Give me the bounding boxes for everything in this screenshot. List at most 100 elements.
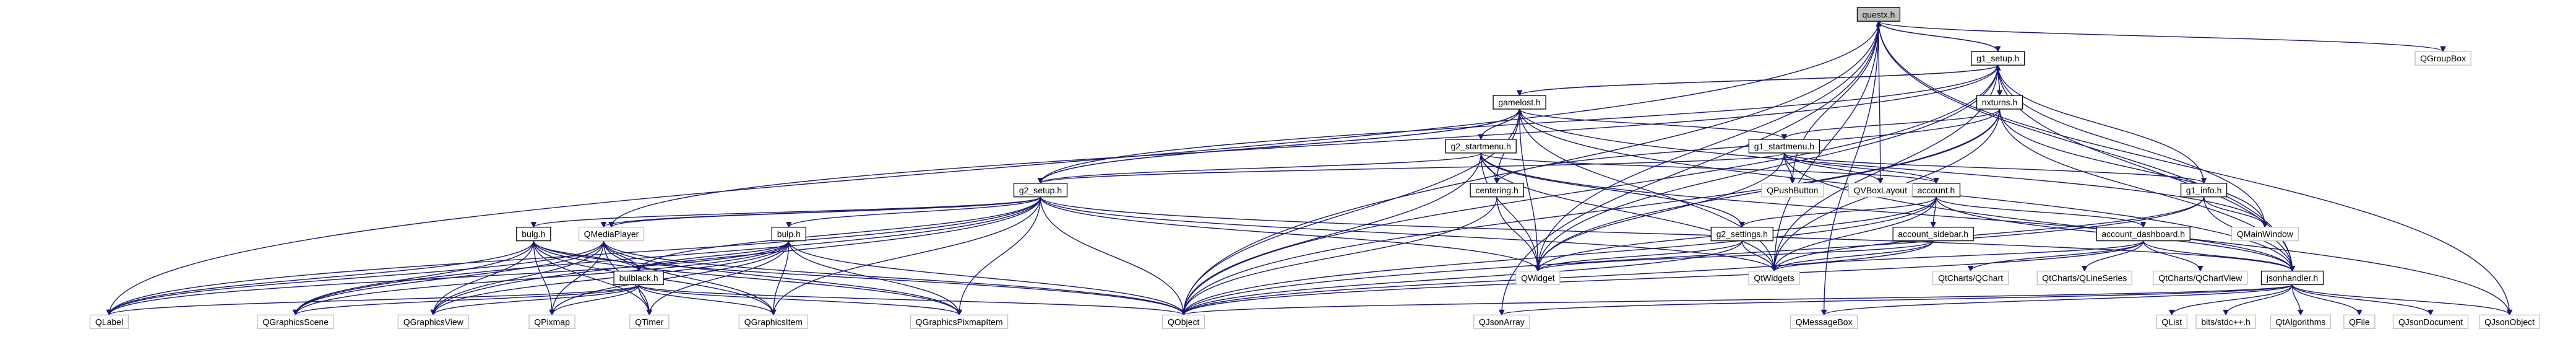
node-label: QtCharts/QChartView xyxy=(2158,273,2242,283)
edge-account-to-qobject xyxy=(1182,196,1937,315)
edge-questx-to-qpushbutton xyxy=(1792,21,1879,183)
edge-g2_setup-to-bulg xyxy=(533,196,1041,228)
node-label: QtWidgets xyxy=(1754,273,1794,283)
node-bulp[interactable]: bulp.h xyxy=(771,226,806,242)
edge-bulp-to-qlabel xyxy=(108,240,790,315)
arrowhead-qmediaplayer xyxy=(608,222,614,228)
edge-questx-to-qjsonobject xyxy=(1878,21,2510,315)
edge-g2_setup-to-qgraphicsitem xyxy=(773,196,1041,315)
edge-g1_info-to-g1_setup xyxy=(1997,65,2205,183)
node-account-dashboard[interactable]: account_dashboard.h xyxy=(2096,226,2190,242)
node-label: nxturns.h xyxy=(1982,97,2018,107)
arrowhead-bulg xyxy=(530,222,537,228)
edge-g2_settings-to-qwidget xyxy=(1537,240,1742,271)
edge-g2_startmenu-to-jsonhandler xyxy=(1480,152,2293,271)
node-qtcharts-qchartview: QtCharts/QChartView xyxy=(2153,270,2248,286)
arrowhead-qvboxlayout xyxy=(1877,178,1884,184)
node-label: g2_setup.h xyxy=(1019,185,1062,195)
node-label: QVBoxLayout xyxy=(1854,185,1907,195)
arrowhead-gamelost xyxy=(1516,108,1523,115)
edge-account_dashboard-to-jsonhandler xyxy=(2143,240,2293,271)
edge-g2_setup-to-gamelost xyxy=(1040,108,1520,183)
node-g1-startmenu[interactable]: g1_startmenu.h xyxy=(1748,139,1820,154)
edge-bulg-to-qlabel xyxy=(108,240,535,315)
edge-bulb-to-qpixmap xyxy=(551,240,605,315)
node-box xyxy=(2479,314,2540,330)
node-box xyxy=(2231,226,2299,242)
node-account[interactable]: account.h xyxy=(1911,183,1961,198)
node-label: g1_startmenu.h xyxy=(1754,141,1814,151)
node-g2-settings[interactable]: g2_settings.h xyxy=(1710,226,1773,242)
node-label: bulblack.h xyxy=(619,273,658,283)
node-qgraphicsview: QGraphicsView xyxy=(397,314,469,330)
node-box xyxy=(2343,314,2376,330)
edge-bulblack-to-qgraphicsitem xyxy=(638,284,774,315)
arrowhead-gamelost xyxy=(1516,90,1523,97)
edge-jsonhandler-to-qjsondocument xyxy=(2291,284,2431,315)
arrowhead-qlist xyxy=(2168,309,2175,316)
node-g2-startmenu[interactable]: g2_startmenu.h xyxy=(1445,139,1517,154)
node-questx[interactable]: questx.h xyxy=(1856,7,1901,22)
edge-jsonhandler-to-qobject xyxy=(1182,284,2293,316)
node-label: QJsonObject xyxy=(2484,317,2535,327)
edge-nxturns-to-g1_startmenu xyxy=(1783,108,2001,140)
node-qtcharts-qchart: QtCharts/QChart xyxy=(1932,270,2009,286)
node-nxturns[interactable]: nxturns.h xyxy=(1976,95,2023,110)
node-label: QList xyxy=(2161,317,2182,327)
arrowhead-qgraphicsitem xyxy=(770,309,777,316)
node-box xyxy=(528,314,575,330)
node-jsonhandler[interactable]: jsonhandler.h xyxy=(2260,270,2324,286)
node-label: QJsonDocument xyxy=(2398,317,2463,327)
edge-account_dashboard-to-qtwidgets xyxy=(1773,240,2144,272)
node-account-sidebar[interactable]: account_sidebar.h xyxy=(1892,226,1974,242)
node-bulg[interactable]: bulg.h xyxy=(516,226,551,242)
node-gamelost[interactable]: gamelost.h xyxy=(1493,95,1546,110)
edges-layer xyxy=(106,20,2513,316)
node-box xyxy=(1748,270,1800,286)
node-g2-setup[interactable]: g2_setup.h xyxy=(1013,183,1068,198)
edge-bulg-to-qgraphicsview xyxy=(433,240,535,315)
node-label: account.h xyxy=(1918,185,1955,195)
node-box xyxy=(397,314,469,330)
edge-g1_setup-to-qmediaplayer xyxy=(611,65,1999,227)
node-qfile: QFile xyxy=(2343,314,2376,330)
node-box xyxy=(1856,7,1901,22)
node-label: QMediaPlayer xyxy=(584,229,639,239)
node-box xyxy=(1470,183,1524,198)
edge-bulg-to-qgraphicspixmapitem xyxy=(533,240,960,315)
edge-questx-to-qlabel xyxy=(108,21,1879,315)
edge-g2_setup-to-qobject xyxy=(1040,196,1184,315)
edge-bulp-to-qtimer xyxy=(648,240,790,315)
edge-bulp-to-qpixmap xyxy=(551,240,790,315)
node-label: g1_info.h xyxy=(2186,185,2222,195)
node-bits-stdcpp: bits/stdc++.h xyxy=(2195,314,2256,330)
node-label: QPixmap xyxy=(534,317,570,327)
edge-g2_setup-to-qtwidgets xyxy=(1040,196,1775,271)
node-qgraphicspixmapitem: QGraphicsPixmapItem xyxy=(910,314,1009,330)
node-g1-setup[interactable]: g1_setup.h xyxy=(1971,51,2025,66)
node-qgraphicsitem: QGraphicsItem xyxy=(738,314,809,330)
node-qwidget: QWidget xyxy=(1515,270,1561,286)
node-label: bulg.h xyxy=(522,229,545,239)
edge-account-to-account_dashboard xyxy=(1936,196,2144,227)
edge-g2_startmenu-to-qobject xyxy=(1182,152,1481,315)
edge-g2_setup-to-bulp xyxy=(788,196,1041,228)
node-box xyxy=(2156,314,2187,330)
edge-g1_startmenu-to-g2_setup xyxy=(1040,152,1785,184)
edge-account_dashboard-to-qtcharts_qchart xyxy=(1970,240,2144,271)
node-centering[interactable]: centering.h xyxy=(1470,183,1524,198)
node-box xyxy=(1932,270,2009,286)
edge-jsonhandler-to-qjsonarray xyxy=(1501,284,2293,316)
edge-g1_setup-to-g2_setup xyxy=(1040,65,1999,183)
edge-jsonhandler-to-qfile xyxy=(2291,284,2360,315)
edge-g2_startmenu-to-qwidget xyxy=(1480,152,1539,271)
node-bulblack[interactable]: bulblack.h xyxy=(613,270,664,286)
node-g1-info[interactable]: g1_info.h xyxy=(2180,183,2228,198)
node-box xyxy=(910,314,1009,330)
node-label: QtCharts/QChart xyxy=(1938,273,2003,283)
arrowhead-qjsonarray xyxy=(1499,309,1505,316)
node-label: centering.h xyxy=(1476,185,1518,195)
edge-account-to-g2_settings xyxy=(1741,196,1937,227)
node-box xyxy=(613,270,664,286)
